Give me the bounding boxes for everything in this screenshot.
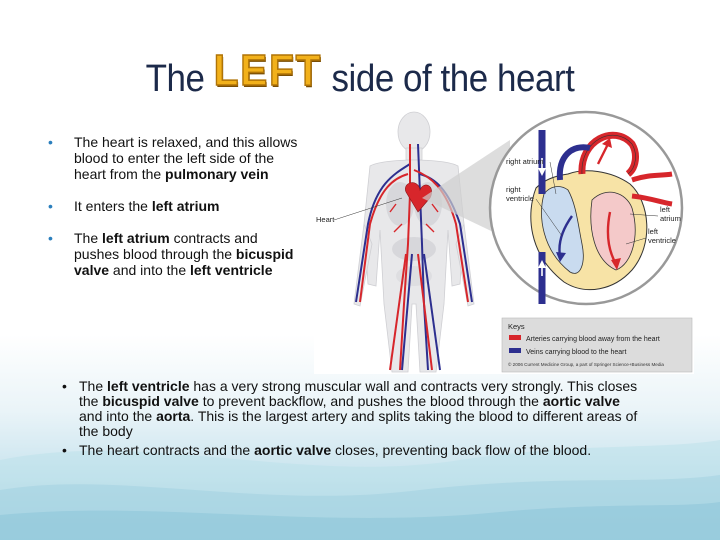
bullet-text: . This is the largest artery and splits …	[79, 408, 638, 439]
bullet-text: has a very strong muscular wall and cont…	[79, 378, 638, 409]
page-title: The LEFT side of the heart	[29, 45, 691, 102]
bullet-item: The heart contracts and the aortic valve…	[62, 442, 642, 459]
label-left-ventricle-line2: ventricle	[648, 236, 676, 245]
title-suffix: side of the heart	[331, 58, 575, 100]
bullet-bold: left atrium	[151, 198, 220, 214]
bullet-text: to prevent backflow, and pushes the bloo…	[198, 393, 543, 409]
leader-heart	[333, 197, 403, 221]
bullet-item: The left ventricle has a very strong mus…	[62, 379, 642, 439]
leader-right-atrium	[549, 161, 557, 195]
label-right-atrium: right atrium	[506, 157, 544, 166]
bullet-list-top: The heart is relaxed, and this allows bl…	[48, 134, 298, 294]
bullet-text: The	[79, 378, 108, 394]
label-left-atrium-line1: left	[660, 205, 671, 214]
bullet-item: The heart is relaxed, and this allows bl…	[48, 134, 298, 182]
bullet-bold: left atrium	[102, 230, 170, 246]
bullet-bold: aortic valve	[542, 393, 620, 409]
heart-circulation-figure: Heart	[314, 104, 694, 374]
bullet-bold: bicuspid valve	[74, 246, 294, 278]
title-emphasis: LEFT	[213, 45, 323, 96]
label-heart: Heart	[316, 215, 335, 224]
artery-network	[359, 144, 469, 371]
bullet-bold: left ventricle	[107, 378, 190, 394]
zoom-wedge	[422, 140, 510, 240]
bullet-text: closes, preventing back flow of the bloo…	[331, 442, 592, 458]
bullet-bold: aortic valve	[254, 442, 332, 458]
keys-arteries-label: Arteries carrying blood away from the he…	[526, 336, 660, 343]
bullet-item: The left atrium contracts and pushes blo…	[48, 230, 298, 278]
artery-swatch	[509, 335, 521, 340]
label-right-ventricle-line2: ventricle	[506, 194, 534, 203]
bullet-text: The heart is relaxed, and this allows bl…	[74, 134, 298, 182]
keys-copyright: © 2006 Current Medicine Group, a part of…	[508, 361, 664, 367]
bullet-bold: aorta	[156, 408, 191, 424]
bullet-text: The heart contracts and the	[79, 442, 255, 458]
bullet-text: The	[74, 230, 103, 246]
bullet-text: and into the	[109, 262, 190, 278]
bullet-text: contracts and pushes blood through the	[74, 230, 258, 262]
background-waves	[0, 440, 720, 540]
leader-right-ventricle	[535, 198, 563, 237]
keys-legend: Keys Arteries carrying blood away from t…	[501, 317, 693, 373]
label-left-atrium-line2: atrium	[660, 214, 681, 223]
bullet-list-bottom: The left ventricle has a very strong mus…	[62, 379, 642, 462]
keys-veins-label: Veins carrying blood to the heart	[526, 349, 626, 356]
bullet-item: It enters the left atrium	[48, 198, 298, 214]
vein-swatch	[509, 348, 521, 353]
bullet-text: and into the	[79, 408, 157, 424]
bullet-bold: bicuspid valve	[102, 393, 199, 409]
bullet-text: It enters the	[74, 198, 152, 214]
heart-detail	[530, 130, 673, 304]
title-prefix: The	[145, 58, 205, 100]
leader-left-ventricle	[625, 237, 647, 245]
label-left-ventricle-line1: left	[648, 227, 659, 236]
bullet-bold: left ventricle	[190, 262, 273, 278]
bullet-bold: pulmonary vein	[165, 166, 269, 182]
label-right-ventricle-line1: right	[506, 185, 522, 194]
keys-title: Keys	[508, 322, 525, 331]
leader-left-atrium	[629, 213, 659, 217]
